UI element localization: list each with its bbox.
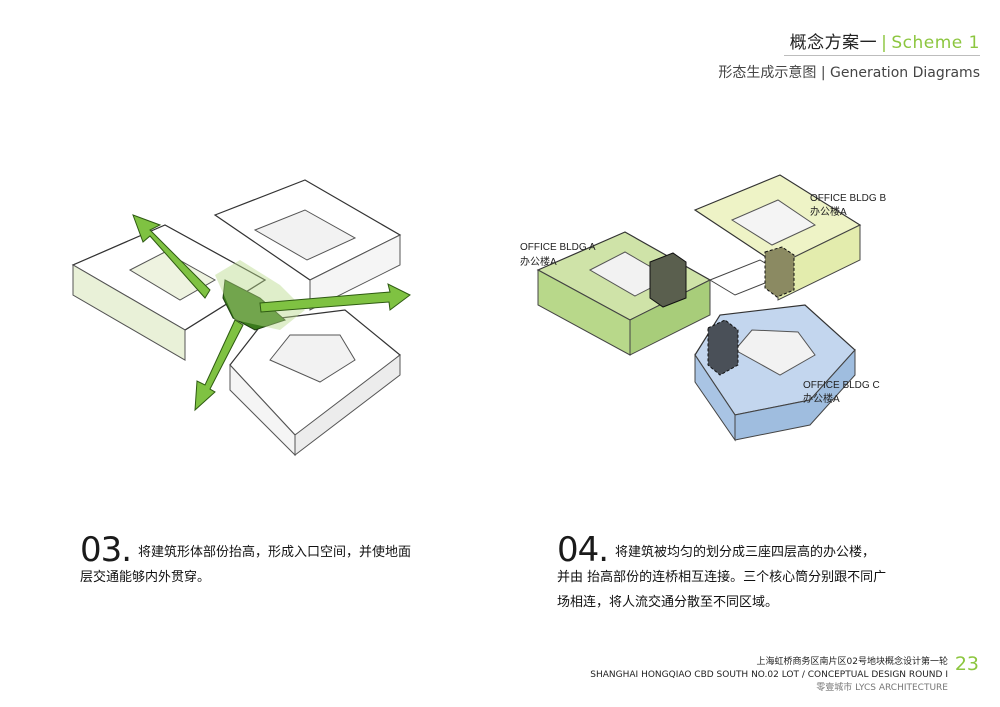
caption-number: 04. xyxy=(557,530,609,570)
arrow-sw-icon xyxy=(194,319,244,412)
caption-04: 04. 将建筑被均匀的划分成三座四层高的办公楼，并由 抬高部份的连桥相互连接。三… xyxy=(557,530,897,610)
caption-text: 将建筑形体部份抬高，形成入口空间，并使地面层交通能够内外贯穿。 xyxy=(80,545,412,585)
core-a xyxy=(649,252,687,308)
central-green-void xyxy=(222,279,286,331)
label-bldg-a-en: OFFICE BLDG A xyxy=(520,242,596,253)
title-separator: | xyxy=(881,33,888,53)
massing-top-wing xyxy=(213,179,402,311)
label-bldg-a-cn: 办公楼A xyxy=(520,255,557,268)
arrow-e-icon xyxy=(259,283,411,313)
core-c xyxy=(707,319,739,376)
page-subtitle: 形态生成示意图 | Generation Diagrams xyxy=(718,65,980,81)
label-bldg-c-en: OFFICE BLDG C xyxy=(803,380,880,391)
title-cn: 概念方案一 xyxy=(789,33,878,53)
core-b xyxy=(764,246,795,298)
page-footer: 上海虹桥商务区南片区02号地块概念设计第一轮 SHANGHAI HONGQIAO… xyxy=(590,656,948,695)
massing-left-wing xyxy=(71,224,267,361)
footer-firm: 零壹城市 LYCS ARCHITECTURE xyxy=(816,683,948,693)
green-passage-shading xyxy=(215,260,305,330)
title-en: Scheme 1 xyxy=(891,33,980,53)
label-bldg-c-cn: 办公楼A xyxy=(803,392,840,405)
label-bldg-b-cn: 办公楼A xyxy=(810,205,847,218)
caption-number: 03. xyxy=(80,530,132,570)
header-divider xyxy=(784,55,980,56)
footer-project-cn: 上海虹桥商务区南片区02号地块概念设计第一轮 xyxy=(756,657,948,667)
label-bldg-b-en: OFFICE BLDG B xyxy=(810,193,886,204)
caption-03: 03. 将建筑形体部份抬高，形成入口空间，并使地面层交通能够内外贯穿。 xyxy=(80,530,420,600)
page-header: 概念方案一|Scheme 1 xyxy=(790,28,980,53)
massing-bottom-wing xyxy=(229,309,401,457)
diagram-03-massing xyxy=(71,179,411,457)
arrow-nw-icon xyxy=(132,214,211,299)
footer-project-en: SHANGHAI HONGQIAO CBD SOUTH NO.02 LOT / … xyxy=(590,670,948,680)
page-title: 概念方案一|Scheme 1 xyxy=(790,28,980,53)
diagram-04-office-buildings: OFFICE BLDG A 办公楼A OFFICE BLDG B 办公楼A OF… xyxy=(520,174,886,442)
page-number: 23 xyxy=(954,653,979,675)
caption-text: 将建筑被均匀的划分成三座四层高的办公楼，并由 抬高部份的连桥相互连接。三个核心筒… xyxy=(557,545,887,610)
